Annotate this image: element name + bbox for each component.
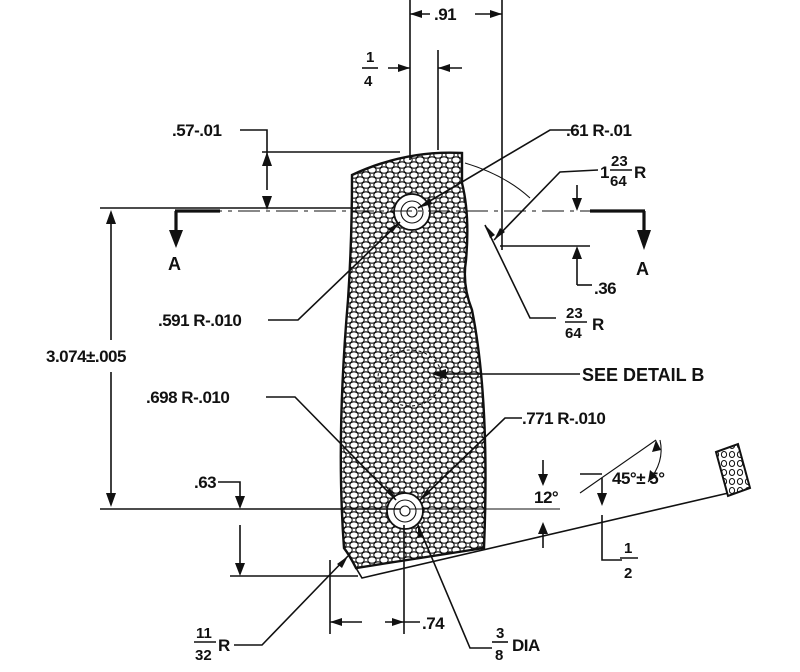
dim-half-den: 2 (624, 565, 632, 582)
dim-1-23-64-num: 23 (611, 153, 628, 170)
edge-section-view (714, 442, 752, 498)
dim-23-64-den: 64 (565, 325, 582, 342)
dim-74-label: .74 (422, 614, 445, 633)
section-a-left-label: A (168, 254, 181, 274)
dim-half-num: 1 (624, 540, 632, 557)
dim-771r-leader (419, 417, 522, 501)
dim-1-23-64r-leader (464, 162, 599, 241)
dim-61r-leader (417, 129, 575, 209)
dim-23-64r-leader (484, 224, 556, 319)
dim-half (580, 473, 622, 561)
dim-3074-label: 3.074±.005 (46, 347, 126, 366)
dim-63-label: .63 (194, 473, 216, 492)
dim-3-8-dia-leader (417, 524, 492, 649)
dim-11-32-r: R (218, 636, 230, 655)
dim-698r-label: .698 R-.010 (146, 388, 229, 407)
dim-1-23-64-r: R (634, 163, 646, 182)
dim-3-8-den: 8 (495, 647, 503, 664)
bottom-edge-profile (355, 487, 751, 579)
dim-61r-label: .61 R-.01 (566, 121, 631, 140)
dim-23-64-num: 23 (566, 305, 583, 322)
dim-1-23-64-whole: 1 (600, 163, 609, 182)
dim-11-32-den: 32 (195, 647, 212, 664)
lower-screw-hole (386, 492, 424, 530)
dim-3074 (100, 207, 400, 510)
dim-45-angle (579, 439, 662, 494)
dim-quarter (362, 50, 462, 150)
dim-1-23-64-den: 64 (610, 173, 627, 190)
dim-quarter-num: 1 (366, 49, 374, 66)
dim-quarter-den: 4 (364, 73, 373, 90)
dim-11-32-num: 11 (196, 625, 212, 642)
dim-12deg-label: 12° (534, 488, 559, 507)
dim-57-label: .57-.01 (172, 121, 221, 140)
dim-11-32r-leader (234, 555, 349, 646)
dim-74 (329, 525, 420, 634)
dim-36 (500, 185, 592, 286)
see-detail-b-label: SEE DETAIL B (582, 365, 704, 385)
dim-591r-label: .591 R-.010 (158, 311, 241, 330)
grip-panel-outline (339, 151, 487, 570)
dim-3-8-num: 3 (496, 625, 504, 642)
dim-91 (409, 0, 503, 250)
dim-23-64-r: R (592, 315, 604, 334)
dim-3-8-dia: DIA (512, 636, 540, 655)
detail-b-area (377, 349, 443, 407)
dim-91-label: .91 (434, 5, 456, 24)
dim-698r-leader (266, 396, 397, 501)
dim-771r-label: .771 R-.010 (522, 409, 605, 428)
dim-57 (240, 129, 400, 210)
upper-screw-hole (393, 193, 431, 231)
dim-12deg-angle (410, 460, 560, 548)
dim-36-label: .36 (594, 279, 616, 298)
section-line-a (169, 209, 651, 250)
detail-b-leader (432, 369, 580, 379)
section-a-right-label: A (636, 259, 649, 279)
dim-591r-leader (268, 221, 401, 321)
dim-45-label: 45°± 5° (612, 469, 665, 488)
dim-63 (218, 481, 358, 577)
